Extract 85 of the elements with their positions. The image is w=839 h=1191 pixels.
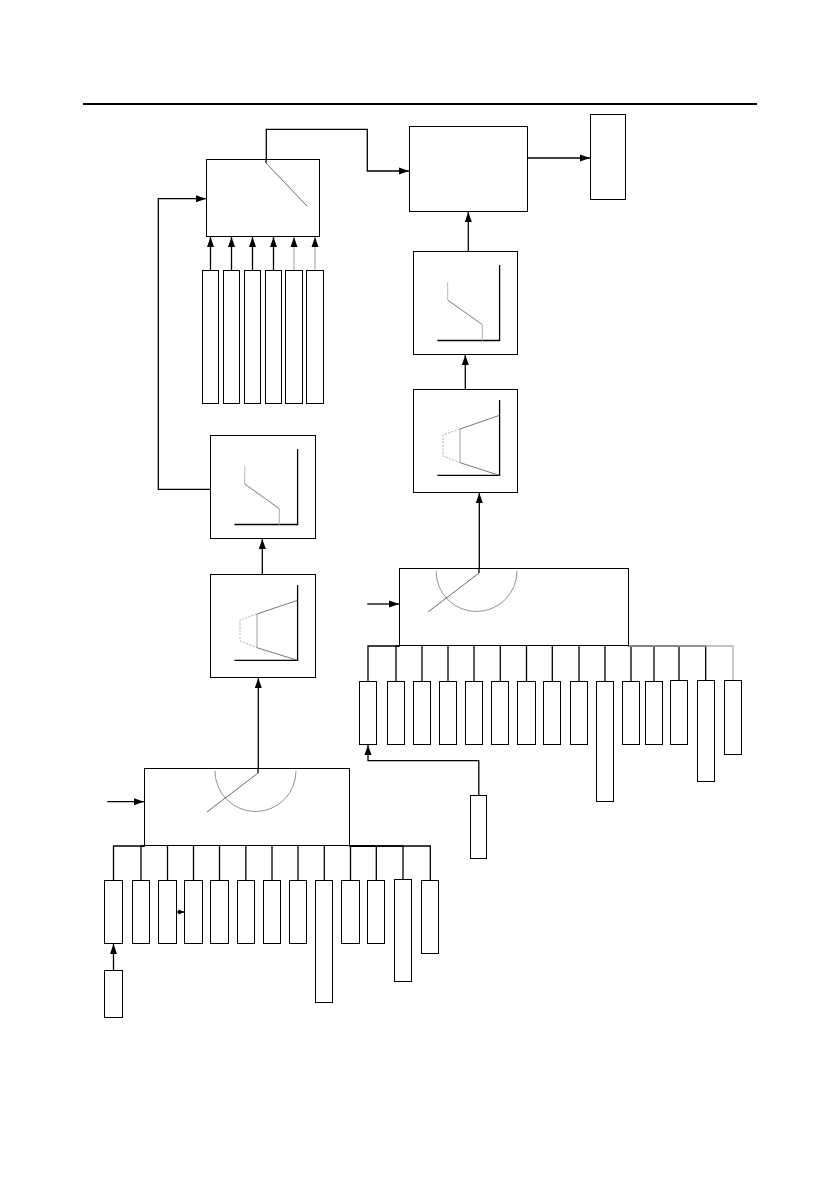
arrow [290, 236, 298, 271]
narrow-block [724, 680, 742, 755]
selector-block [144, 768, 350, 846]
narrow-block [439, 681, 457, 745]
connector-line [627, 645, 734, 681]
narrow-block [491, 681, 510, 745]
narrow-block [210, 880, 229, 944]
narrow-block [184, 880, 203, 944]
function-block [409, 126, 528, 212]
arrow [461, 354, 469, 390]
narrow-block [367, 880, 386, 944]
narrow-block [285, 270, 303, 404]
narrow-block [263, 880, 281, 944]
connector-line [192, 845, 195, 881]
connector-line [218, 845, 221, 881]
arrow [270, 236, 277, 271]
function-block [210, 574, 316, 678]
arrow [176, 909, 185, 915]
arrow [464, 211, 472, 252]
narrow-block [394, 879, 412, 982]
narrow-block [696, 680, 715, 782]
narrow-block [104, 970, 123, 1018]
connector-line [473, 645, 475, 682]
arrow [157, 195, 211, 490]
narrow-block [543, 681, 562, 745]
connector-line [245, 845, 247, 881]
narrow-block [341, 880, 360, 944]
narrow-block [387, 681, 405, 745]
connector-line [421, 645, 423, 682]
function-block [210, 435, 316, 539]
selector-block [206, 159, 320, 237]
narrow-block [223, 270, 240, 404]
connector-line [323, 845, 325, 881]
narrow-block [359, 681, 377, 745]
connector-line [525, 645, 528, 682]
narrow-block [315, 880, 334, 1003]
function-block [413, 389, 518, 493]
narrow-block [570, 681, 588, 745]
narrow-block [202, 270, 219, 404]
connector-line [499, 645, 501, 682]
arrow [265, 128, 410, 175]
connector-line [348, 845, 352, 881]
arrow [249, 236, 256, 271]
connector-line [140, 845, 146, 881]
arrow [311, 236, 319, 271]
narrow-block [670, 680, 688, 745]
narrow-block [470, 795, 487, 859]
connector-line [395, 645, 401, 682]
connector-line [578, 645, 580, 682]
narrow-block [517, 681, 536, 745]
narrow-block [596, 681, 614, 802]
function-block [413, 251, 518, 355]
narrow-block [237, 880, 255, 944]
arrow [106, 798, 145, 806]
arrow [527, 154, 591, 162]
narrow-block [289, 880, 307, 944]
output-block [590, 114, 626, 200]
arrow [254, 677, 262, 769]
narrow-block [244, 270, 261, 404]
connector-line [604, 645, 606, 682]
narrow-block [306, 270, 324, 404]
narrow-block [413, 681, 431, 745]
connector-line [447, 645, 449, 682]
connector-line [271, 845, 273, 881]
narrow-block [104, 880, 123, 944]
narrow-block [622, 681, 640, 745]
narrow-block [421, 880, 440, 954]
narrow-block [158, 880, 177, 944]
connector-line [348, 845, 431, 881]
arrow [364, 744, 480, 796]
arrow [228, 236, 235, 271]
narrow-block [465, 681, 483, 745]
connector-line [627, 645, 632, 682]
connector-line [551, 645, 553, 682]
narrow-block [132, 880, 150, 944]
selector-block [399, 568, 629, 646]
arrow [207, 236, 214, 271]
narrow-block [645, 681, 663, 745]
arrow [366, 600, 400, 608]
connector-line [297, 845, 299, 881]
arrow [110, 943, 117, 971]
narrow-block [265, 270, 282, 404]
connector-line [166, 845, 169, 881]
arrow [258, 538, 266, 575]
arrow [475, 492, 483, 569]
